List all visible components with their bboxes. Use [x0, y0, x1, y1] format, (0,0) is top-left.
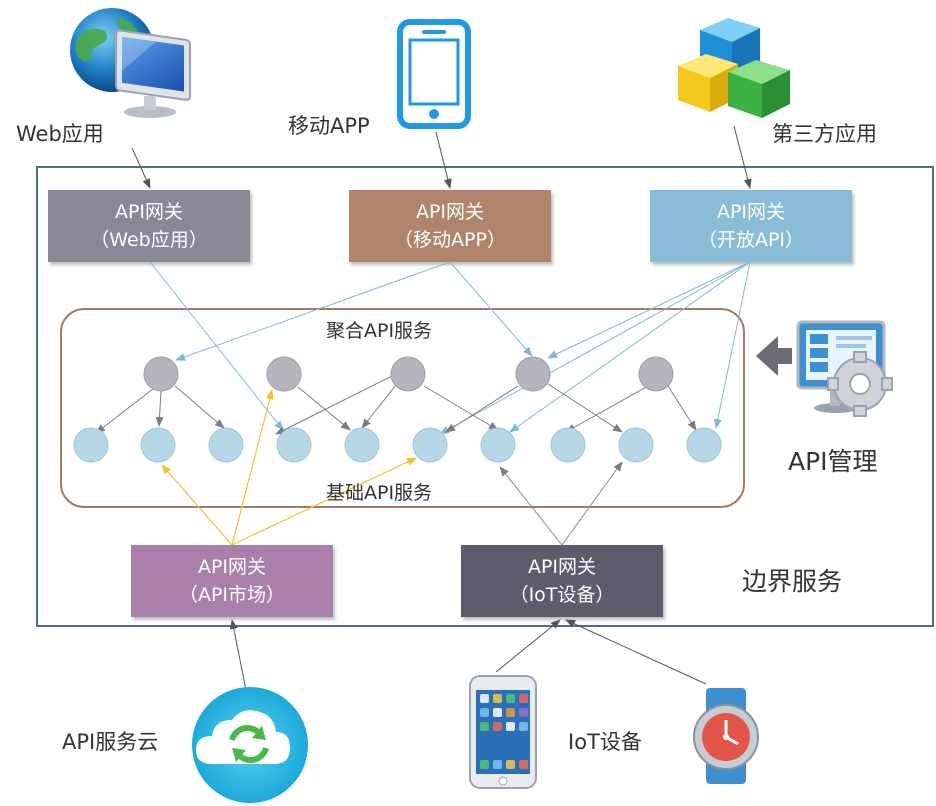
- api-management-arrow: [756, 336, 792, 376]
- cloud-icon: [192, 687, 308, 803]
- base-node: [412, 427, 448, 463]
- base-node: [618, 427, 654, 463]
- gateway-web[interactable]: API网关 （Web应用）: [48, 190, 250, 262]
- third-party-app-label: 第三方应用: [772, 122, 877, 146]
- iot-devices-label: IoT设备: [568, 730, 642, 754]
- base-node: [344, 427, 380, 463]
- aggregate-node: [266, 356, 302, 392]
- gateway-web-sub: （Web应用）: [90, 229, 208, 251]
- iphone-icon: [469, 675, 537, 789]
- aggregate-node: [515, 356, 551, 392]
- aggregate-services-label: 聚合API服务: [326, 320, 433, 342]
- gateway-market[interactable]: API网关 （API市场）: [131, 545, 333, 617]
- base-node: [140, 427, 176, 463]
- gateway-open[interactable]: API网关 （开放API）: [650, 190, 852, 262]
- web-app-icon: [70, 8, 191, 118]
- aggregate-node: [638, 356, 674, 392]
- base-node: [686, 427, 722, 463]
- api-management-icon: [796, 320, 893, 417]
- api-cloud-label: API服务云: [62, 730, 159, 754]
- smartwatch-icon: [693, 688, 759, 784]
- gateway-open-title: API网关: [716, 201, 786, 223]
- boundary-services-label: 边界服务: [742, 567, 843, 596]
- base-node: [276, 427, 312, 463]
- base-node: [480, 427, 516, 463]
- gateway-web-title: API网关: [114, 201, 184, 223]
- gateway-market-title: API网关: [197, 556, 267, 578]
- gateway-mobile[interactable]: API网关 （移动APP）: [349, 190, 551, 262]
- aggregate-node: [143, 356, 179, 392]
- aggregate-base-arrows: [95, 375, 697, 435]
- boundary-services-box: [36, 166, 934, 627]
- gateway-open-sub: （开放API）: [697, 229, 805, 251]
- aggregate-node: [390, 356, 426, 392]
- gateway-market-sub: （API市场）: [178, 584, 286, 606]
- base-node: [550, 427, 586, 463]
- base-nodes: [73, 427, 722, 463]
- mobile-app-icon: [397, 19, 471, 129]
- api-management-label: API管理: [788, 447, 878, 476]
- client-arrows: [131, 125, 752, 189]
- gateway-iot-title: API网关: [527, 556, 597, 578]
- base-node: [208, 427, 244, 463]
- gateway-iot[interactable]: API网关 （IoT设备）: [461, 545, 663, 617]
- gateway-mobile-title: API网关: [415, 201, 485, 223]
- gateway-iot-sub: （IoT设备）: [509, 584, 615, 606]
- api-services-cluster: [60, 308, 745, 508]
- gateway-mobile-sub: （移动APP）: [394, 229, 506, 251]
- base-services-label: 基础API服务: [326, 482, 433, 504]
- iot-gateway-arrows: [499, 461, 623, 546]
- aggregate-nodes: [143, 356, 674, 392]
- bottom-client-arrows: [229, 619, 707, 691]
- mobile-app-label: 移动APP: [288, 114, 370, 138]
- base-node: [73, 427, 109, 463]
- third-party-app-icon: [678, 18, 790, 118]
- market-arrows: [161, 389, 417, 546]
- web-app-label: Web应用: [16, 122, 104, 146]
- gateway-service-arrows: [149, 261, 751, 435]
